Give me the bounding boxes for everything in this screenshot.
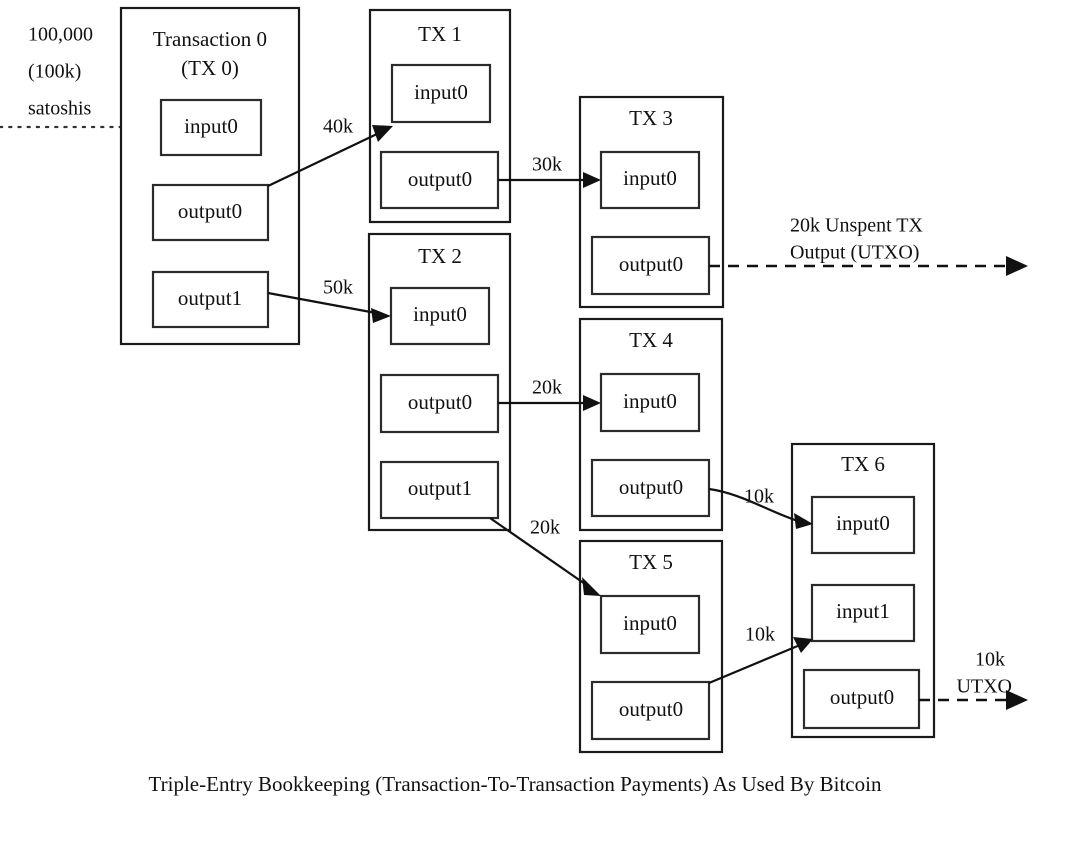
utxo-edge-20k: 20k Unspent TX Output (UTXO) (709, 215, 1028, 276)
flow-40k-label: 40k (323, 116, 353, 138)
tx6-output0-label: output0 (830, 685, 894, 709)
utxo-20k-label-line2: Output (UTXO) (790, 242, 919, 264)
tx5-title: TX 5 (629, 550, 673, 574)
tx0-output0-label: output0 (178, 199, 242, 223)
tx6-input1-box[interactable] (810, 583, 916, 643)
tx1-input0-box[interactable] (390, 63, 492, 124)
transaction-node-tx2[interactable]: TX 2 input0 output0 output1 (367, 232, 512, 532)
tx2-output1-label: output1 (408, 476, 472, 500)
flow-10k-tx6-input1-line (708, 643, 801, 685)
flow-30k-label: 30k (532, 154, 562, 176)
tx4-input0-box[interactable] (599, 372, 701, 433)
tx4-title: TX 4 (629, 328, 673, 352)
tx5-input0-label: input0 (623, 611, 677, 635)
tx0-input0-box[interactable] (159, 98, 263, 157)
utxo-10k-label-line2: UTXO (956, 676, 1012, 698)
tx2-output0-box[interactable] (379, 373, 500, 434)
flow-edge-50k: 50k (267, 277, 391, 323)
tx2-output1-box[interactable] (379, 460, 500, 520)
flow-10k-tx6-input1-label: 10k (745, 624, 775, 646)
tx6-input0-label: input0 (836, 511, 890, 535)
tx1-input0-label: input0 (414, 80, 468, 104)
tx4-output0-label: output0 (619, 475, 683, 499)
flow-20k-tx5-label: 20k (530, 517, 560, 539)
tx4-input0-label: input0 (623, 389, 677, 413)
figure-caption: Triple-Entry Bookkeeping (Transaction-To… (149, 772, 882, 796)
tx3-input0-label: input0 (623, 166, 677, 190)
tx3-output0-label: output0 (619, 252, 683, 276)
flow-20k-tx4-arrow-head (583, 395, 601, 411)
flow-edge-20k-tx4: 20k (498, 377, 601, 411)
flow-30k-arrow-head (583, 172, 601, 188)
flow-20k-tx5-line (489, 517, 589, 587)
tx5-output0-label: output0 (619, 697, 683, 721)
tx0-subtitle: (TX 0) (181, 56, 239, 80)
flow-40k-line (267, 132, 380, 187)
transaction-node-tx3[interactable]: TX 3 input0 output0 (578, 95, 725, 309)
flow-40k-arrow-head (372, 125, 393, 142)
source-amount-line3: satoshis (28, 98, 92, 120)
tx2-input0-box[interactable] (389, 286, 491, 346)
tx2-output0-label: output0 (408, 390, 472, 414)
flow-50k-line (267, 291, 377, 315)
flow-edge-10k-tx6-input0: 10k (708, 486, 813, 529)
utxo-20k-label-line1: 20k Unspent TX (790, 215, 924, 237)
flow-edge-30k: 30k (498, 154, 601, 188)
tx1-title: TX 1 (418, 22, 462, 46)
transaction-node-tx5[interactable]: TX 5 input0 output0 (578, 539, 724, 754)
tx2-title: TX 2 (418, 244, 462, 268)
tx3-title: TX 3 (629, 106, 673, 130)
utxo-20k-arrow-head (1006, 256, 1028, 276)
tx5-input0-box[interactable] (599, 594, 701, 655)
transaction-node-tx6[interactable]: TX 6 input0 input1 output0 (790, 442, 936, 739)
flow-10k-tx6-input1-arrow-head (793, 637, 813, 653)
flow-50k-arrow-head (371, 308, 391, 323)
tx6-title: TX 6 (841, 452, 885, 476)
tx1-output0-label: output0 (408, 167, 472, 191)
flow-20k-tx4-label: 20k (532, 377, 562, 399)
tx6-input0-box[interactable] (810, 495, 916, 555)
utxo-edge-10k: 10k UTXO (919, 649, 1028, 710)
source-amount-line2: (100k) (28, 61, 81, 83)
flow-10k-tx6-input0-line (708, 487, 799, 523)
tx5-output0-box[interactable] (590, 680, 711, 741)
utxo-10k-arrow-head (1006, 690, 1028, 710)
tx0-output1-box[interactable] (151, 270, 270, 329)
tx4-output0-box[interactable] (590, 458, 711, 518)
flow-edge-20k-tx5: 20k (489, 517, 601, 596)
utxo-10k-label-line1: 10k (975, 649, 1005, 671)
flow-edge-10k-tx6-input1: 10k (708, 624, 813, 685)
tx0-container[interactable] (119, 6, 301, 346)
flow-edge-40k: 40k (267, 116, 393, 187)
tx0-output0-box[interactable] (151, 183, 270, 242)
transaction-node-tx4[interactable]: TX 4 input0 output0 (578, 317, 724, 532)
source-amount-line1: 100,000 (28, 24, 93, 46)
tx6-input1-label: input1 (836, 599, 890, 623)
tx2-input0-label: input0 (413, 302, 467, 326)
flow-50k-label: 50k (323, 277, 353, 299)
flow-10k-tx6-input0-label: 10k (744, 486, 774, 508)
flow-10k-tx6-input0-arrow-head (794, 513, 813, 529)
transaction-node-tx0[interactable]: Transaction 0 (TX 0) input0 output0 outp… (119, 6, 301, 346)
tx0-title: Transaction 0 (153, 27, 267, 51)
tx0-output1-label: output1 (178, 286, 242, 310)
flow-20k-tx5-arrow-head (582, 577, 601, 596)
tx3-output0-box[interactable] (590, 235, 711, 296)
tx1-output0-box[interactable] (379, 150, 500, 210)
tx0-input0-label: input0 (184, 114, 238, 138)
transaction-node-tx1[interactable]: TX 1 input0 output0 (368, 8, 512, 224)
